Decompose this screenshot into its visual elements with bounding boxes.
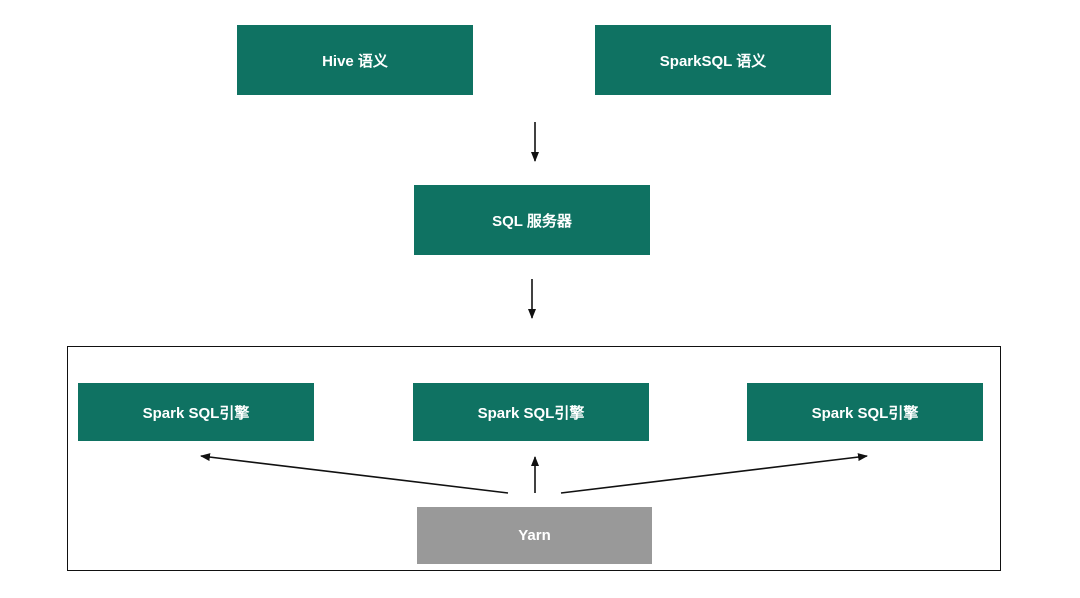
- spark-sql-engine-node-1: Spark SQL引擎: [78, 383, 314, 441]
- cluster-container: [67, 346, 1001, 571]
- spark-sql-engine-label: Spark SQL引擎: [811, 404, 919, 422]
- hive-semantics-label: Hive 语义: [322, 52, 388, 70]
- sparksql-semantics-node: SparkSQL 语义: [595, 25, 831, 95]
- yarn-label: Yarn: [518, 527, 551, 544]
- hive-semantics-node: Hive 语义: [237, 25, 473, 95]
- sql-server-label: SQL 服务器: [492, 212, 572, 230]
- spark-sql-engine-node-2: Spark SQL引擎: [413, 383, 649, 441]
- spark-sql-engine-node-3: Spark SQL引擎: [747, 383, 983, 441]
- spark-sql-engine-label: Spark SQL引擎: [142, 404, 250, 422]
- sparksql-semantics-label: SparkSQL 语义: [659, 52, 767, 70]
- spark-sql-engine-label: Spark SQL引擎: [477, 404, 585, 422]
- yarn-node: Yarn: [417, 507, 652, 564]
- arrow-yarn-to-engine-1: [200, 453, 509, 494]
- sql-server-node: SQL 服务器: [414, 185, 650, 255]
- arrow-yarn-to-engine-3: [560, 453, 868, 494]
